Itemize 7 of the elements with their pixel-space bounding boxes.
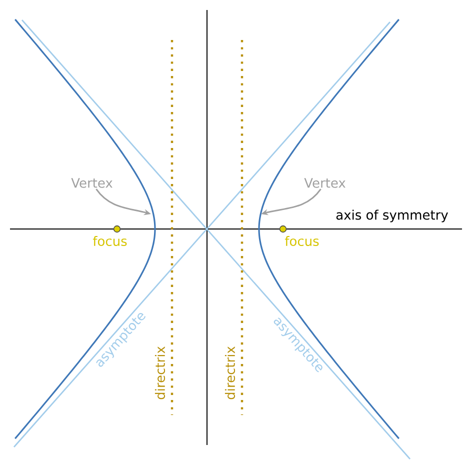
- vertex-label: Vertex: [71, 178, 112, 188]
- axis-label: axis of symmetry: [334, 208, 450, 224]
- focus-label: focus: [92, 236, 127, 246]
- directrix-label: directrix: [154, 346, 166, 400]
- vertex-label: Vertex: [304, 178, 346, 188]
- directrix-label: directrix: [224, 346, 236, 400]
- focus-label: focus: [284, 236, 319, 246]
